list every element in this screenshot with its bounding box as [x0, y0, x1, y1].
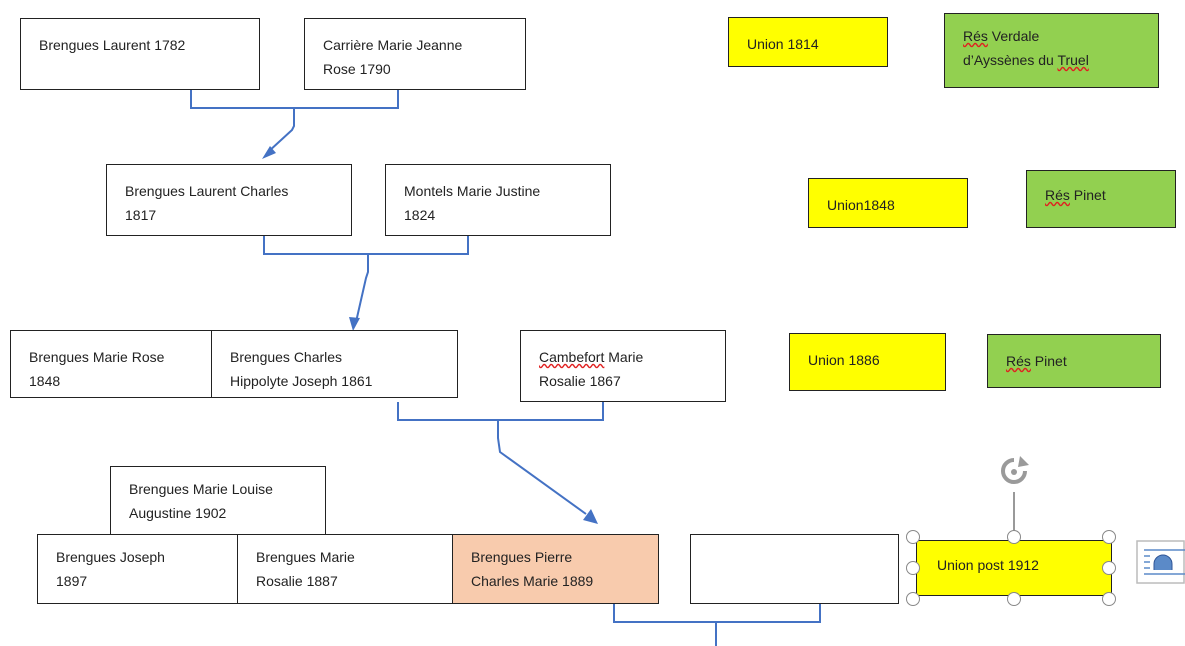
rotate-handle-icon[interactable] [996, 454, 1032, 490]
person-cambefort-marie-rosalie[interactable]: Cambefort Marie Rosalie 1867 [520, 330, 726, 402]
layout-options-icon[interactable] [1136, 540, 1185, 584]
union-label: Union 1814 [747, 36, 819, 52]
person-name-line2: Rosalie 1887 [256, 573, 338, 589]
person-brengues-marie-rose[interactable]: Brengues Marie Rose 1848 [10, 330, 212, 398]
person-spouse-empty[interactable] [690, 534, 899, 604]
person-name-line2: Rose 1790 [323, 61, 391, 77]
union-box-1848[interactable]: Union1848 [808, 178, 968, 228]
person-brengues-laurent-1782[interactable]: Brengues Laurent 1782 [20, 18, 260, 90]
person-name-line1: Montels Marie Justine [404, 183, 541, 199]
person-brengues-marie-louise-augustine[interactable]: Brengues Marie Louise Augustine 1902 [110, 466, 326, 535]
residence-place: Verdale [987, 28, 1040, 44]
person-name-line1: Brengues Charles [230, 349, 343, 365]
surname: Cambefort [539, 349, 605, 365]
union-box-1886[interactable]: Union 1886 [789, 333, 946, 391]
person-name-line1: Brengues Laurent Charles [125, 183, 289, 199]
person-name-line1: Brengues Marie Rose [29, 349, 165, 365]
resize-handle-right[interactable] [1102, 561, 1116, 575]
resize-handle-bottom-left[interactable] [906, 592, 920, 606]
residence-line: Rés Pinet [1045, 183, 1175, 207]
person-name-line2: Augustine 1902 [129, 505, 227, 521]
residence-line2: d’Ayssènes du Truel [963, 48, 1158, 72]
person-name-line2: Hippolyte Joseph 1861 [230, 373, 373, 389]
person-name: Brengues Laurent 1782 [39, 37, 186, 53]
given-name: Marie [604, 349, 644, 365]
residence-place: Pinet [1030, 353, 1067, 369]
person-brengues-joseph[interactable]: Brengues Joseph 1897 [37, 534, 239, 604]
person-name-line2: 1817 [125, 207, 157, 223]
person-montels-marie-justine[interactable]: Montels Marie Justine 1824 [385, 164, 611, 236]
person-brengues-laurent-charles[interactable]: Brengues Laurent Charles 1817 [106, 164, 352, 236]
resize-handle-top[interactable] [1007, 530, 1021, 544]
person-name-line2: 1897 [56, 573, 88, 589]
residence-line1: Rés Verdale [963, 24, 1158, 48]
person-brengues-pierre-charles-marie[interactable]: Brengues Pierre Charles Marie 1889 [452, 534, 659, 604]
residence-place-b: Truel [1057, 52, 1089, 68]
residence-box-pinet-1[interactable]: Rés Pinet [1026, 170, 1176, 228]
person-name-line1: Brengues Pierre [471, 549, 573, 565]
union-label: Union 1886 [808, 352, 880, 368]
person-brengues-marie-rosalie[interactable]: Brengues Marie Rosalie 1887 [237, 534, 454, 604]
person-name-line1: Cambefort Marie [539, 345, 725, 369]
resize-handle-left[interactable] [906, 561, 920, 575]
residence-prefix: Rés [1006, 353, 1031, 369]
person-name-line2: Rosalie 1867 [539, 373, 621, 389]
resize-handle-bottom[interactable] [1007, 592, 1021, 606]
resize-handle-top-left[interactable] [906, 530, 920, 544]
person-name-line2: 1848 [29, 373, 61, 389]
union-box-1814[interactable]: Union 1814 [728, 17, 888, 67]
residence-place: Pinet [1069, 187, 1106, 203]
union-box-post-1912[interactable]: Union post 1912 [916, 540, 1112, 596]
person-name-line2: 1824 [404, 207, 436, 223]
residence-prefix: Rés [1045, 187, 1070, 203]
person-name-line1: Brengues Joseph [56, 549, 165, 565]
person-name-line1: Brengues Marie Louise [129, 481, 273, 497]
union-label: Union post 1912 [937, 557, 1039, 573]
residence-line: Rés Pinet [1006, 349, 1160, 373]
resize-handle-top-right[interactable] [1102, 530, 1116, 544]
residence-prefix: Rés [963, 28, 988, 44]
resize-handle-bottom-right[interactable] [1102, 592, 1116, 606]
residence-box-verdale[interactable]: Rés Verdale d’Ayssènes du Truel [944, 13, 1159, 88]
residence-box-pinet-2[interactable]: Rés Pinet [987, 334, 1161, 388]
person-name-line1: Carrière Marie Jeanne [323, 37, 463, 53]
person-carriere-marie-jeanne-rose[interactable]: Carrière Marie Jeanne Rose 1790 [304, 18, 526, 90]
person-brengues-charles-hippolyte-joseph[interactable]: Brengues Charles Hippolyte Joseph 1861 [211, 330, 458, 398]
person-name-line2: Charles Marie 1889 [471, 573, 594, 589]
person-name-line1: Brengues Marie [256, 549, 355, 565]
union-label: Union1848 [827, 197, 895, 213]
residence-place-a: d’Ayssènes du [963, 52, 1058, 68]
